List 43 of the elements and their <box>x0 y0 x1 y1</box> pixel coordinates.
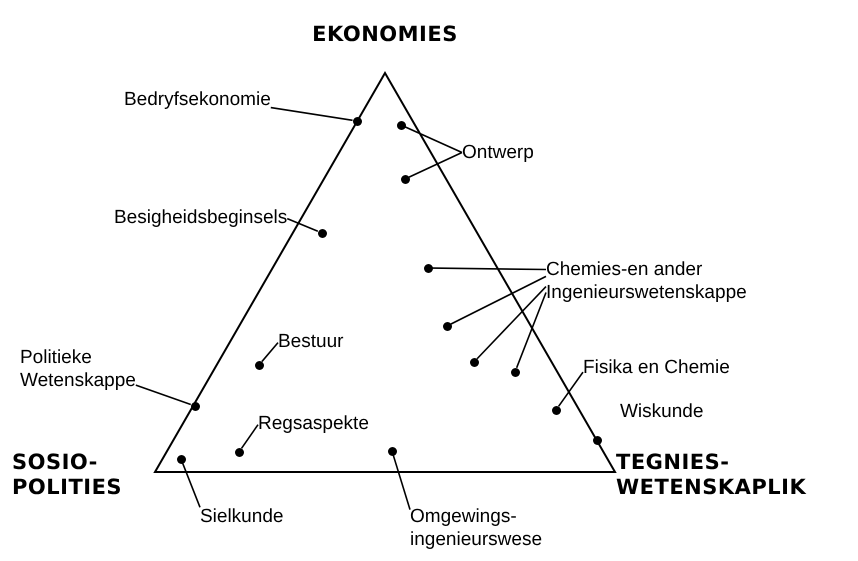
dot-marker <box>352 116 362 126</box>
field-label: Ontwerp <box>462 141 534 164</box>
leader-line <box>432 267 546 270</box>
field-label: Besigheidsbeginsels <box>114 206 288 229</box>
leader-line <box>286 218 318 232</box>
dot-marker <box>442 322 452 330</box>
field-label: Wiskunde <box>620 400 704 423</box>
dot-marker <box>388 446 396 456</box>
leader-line <box>408 152 462 178</box>
field-label: Sielkunde <box>200 505 284 528</box>
corner-label: TEGNIES- WETENSKAPLIK <box>616 450 806 500</box>
leader-line <box>392 455 411 510</box>
dot-marker <box>234 448 244 456</box>
dot-marker <box>190 402 200 410</box>
corner-label: EKONOMIES <box>312 22 458 47</box>
field-label: Omgewings- ingenieurswese <box>410 505 542 551</box>
dot-marker <box>254 360 264 370</box>
leader-line <box>404 126 462 154</box>
dot-marker <box>552 406 560 414</box>
leader-line <box>182 462 201 508</box>
corner-label: SOSIO- POLITIES <box>12 450 122 500</box>
field-label: Politieke Wetenskappe <box>20 346 136 392</box>
field-label: Regsaspekte <box>258 412 369 435</box>
dot-marker <box>396 120 406 130</box>
field-label: Fisika en Chemie <box>583 356 730 379</box>
field-label: Bestuur <box>278 330 344 353</box>
dot-marker <box>400 174 410 184</box>
leader-line <box>450 276 546 325</box>
dot-marker <box>510 368 520 376</box>
dot-marker <box>592 436 602 444</box>
leader-line <box>476 286 547 360</box>
leader-line <box>270 106 353 122</box>
field-label: Bedryfsekonomie <box>124 88 271 111</box>
dot-marker <box>424 264 432 272</box>
leader-line <box>240 424 259 449</box>
dot-marker <box>176 454 186 464</box>
field-label: Chemies-en ander Ingenieurswetenskappe <box>546 258 826 304</box>
dot-marker <box>318 228 326 238</box>
dot-marker <box>470 358 478 366</box>
leader-line <box>516 292 547 368</box>
leader-line <box>261 342 279 362</box>
leader-line <box>558 372 584 407</box>
leader-line <box>136 384 192 406</box>
